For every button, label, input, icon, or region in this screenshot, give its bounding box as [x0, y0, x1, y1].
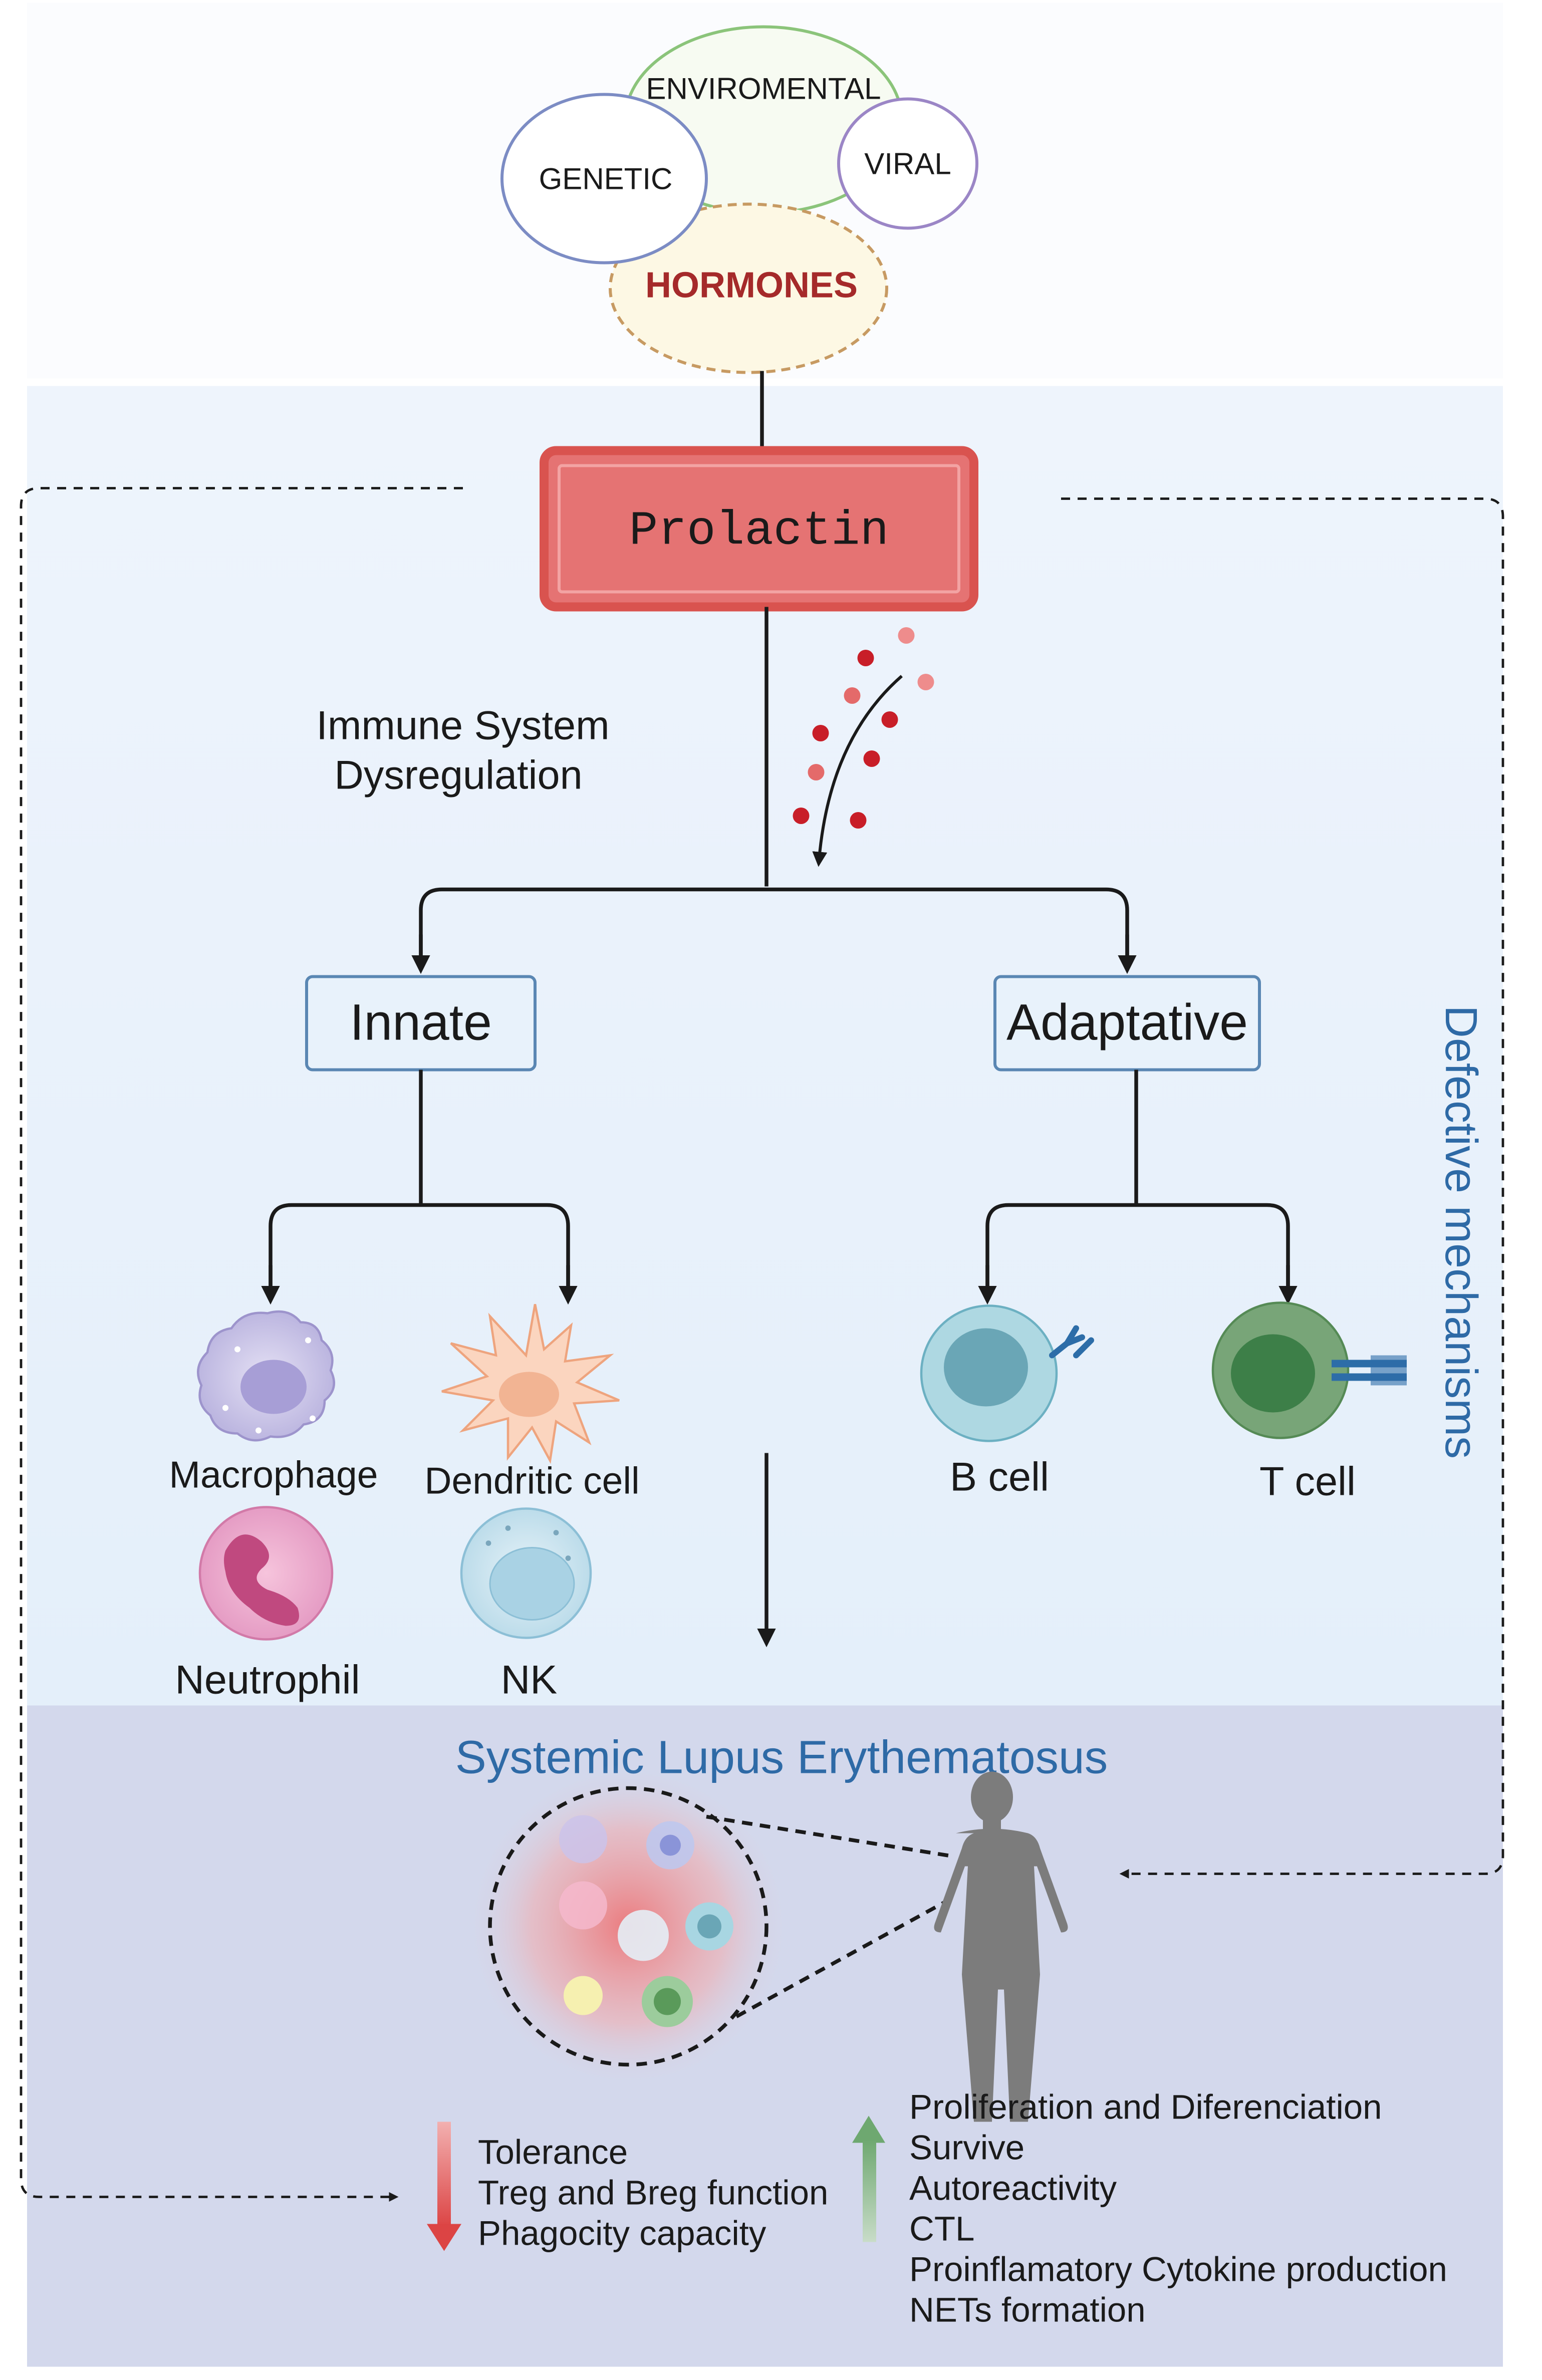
increased-item: Survive — [909, 2129, 1024, 2167]
nk-cell-icon — [460, 1507, 592, 1639]
defective-mechanisms-label: Defective mechanisms — [1436, 1005, 1486, 1459]
prolactin-particles — [793, 627, 934, 867]
enviromental-label: ENVIROMENTAL — [646, 72, 881, 106]
dendritic-cell-icon — [441, 1304, 620, 1464]
neutrophil-label: Neutrophil — [175, 1658, 360, 1703]
viral-label: VIRAL — [864, 147, 951, 181]
b-cell-label: B cell — [950, 1455, 1049, 1500]
adaptative-box: Adaptative — [993, 975, 1261, 1072]
decreased-arrow-icon — [427, 2122, 461, 2251]
decreased-item: Tolerance — [478, 2133, 628, 2172]
increased-item: NETs formation — [909, 2291, 1146, 2329]
hormones-label: HORMONES — [645, 266, 858, 306]
innate-box: Innate — [305, 975, 537, 1072]
decreased-item: Phagocity capacity — [478, 2214, 766, 2253]
hormones-circle — [609, 202, 888, 374]
increased-item: Proinflamatory Cytokine production — [909, 2250, 1447, 2289]
human-silhouette-icon — [934, 1771, 1068, 2122]
dendritic-cell-label: Dendritic cell — [424, 1460, 639, 1502]
immune-dysregulation-line1: Immune System — [316, 703, 609, 748]
increased-item: Autoreactivity — [909, 2169, 1117, 2208]
adaptative-label: Adaptative — [1006, 994, 1248, 1051]
innate-label: Innate — [350, 994, 492, 1051]
prolactin-label: Prolactin — [629, 504, 889, 559]
increased-item: CTL — [909, 2210, 974, 2248]
nk-label: NK — [501, 1658, 558, 1703]
prolactin-box: Prolactin — [540, 446, 978, 612]
genetic-label: GENETIC — [539, 162, 673, 196]
genetic-circle — [500, 93, 708, 265]
neutrophil-icon — [198, 1506, 334, 1641]
immune-dysregulation-line2: Dysregulation — [334, 753, 582, 798]
macrophage-label: Macrophage — [169, 1454, 378, 1496]
risk-factors: ENVIROMENTAL GENETIC VIRAL HORMONES — [500, 25, 978, 374]
decreased-item: Treg and Breg function — [478, 2174, 828, 2212]
increased-arrow-icon — [852, 2115, 885, 2242]
defective-mechanisms-loop — [20, 487, 463, 2202]
sle-title: Systemic Lupus Erythematosus — [455, 1731, 1108, 1783]
t-cell-label: T cell — [1259, 1459, 1356, 1504]
inflammation-zoom — [466, 1764, 791, 2089]
increased-item: Proliferation and Diferenciation — [909, 2088, 1382, 2127]
b-cell-icon — [920, 1304, 1094, 1442]
t-cell-icon — [1211, 1301, 1407, 1439]
macrophage-icon — [197, 1310, 335, 1442]
sle-panel — [27, 1705, 1503, 2367]
viral-circle — [837, 97, 978, 230]
